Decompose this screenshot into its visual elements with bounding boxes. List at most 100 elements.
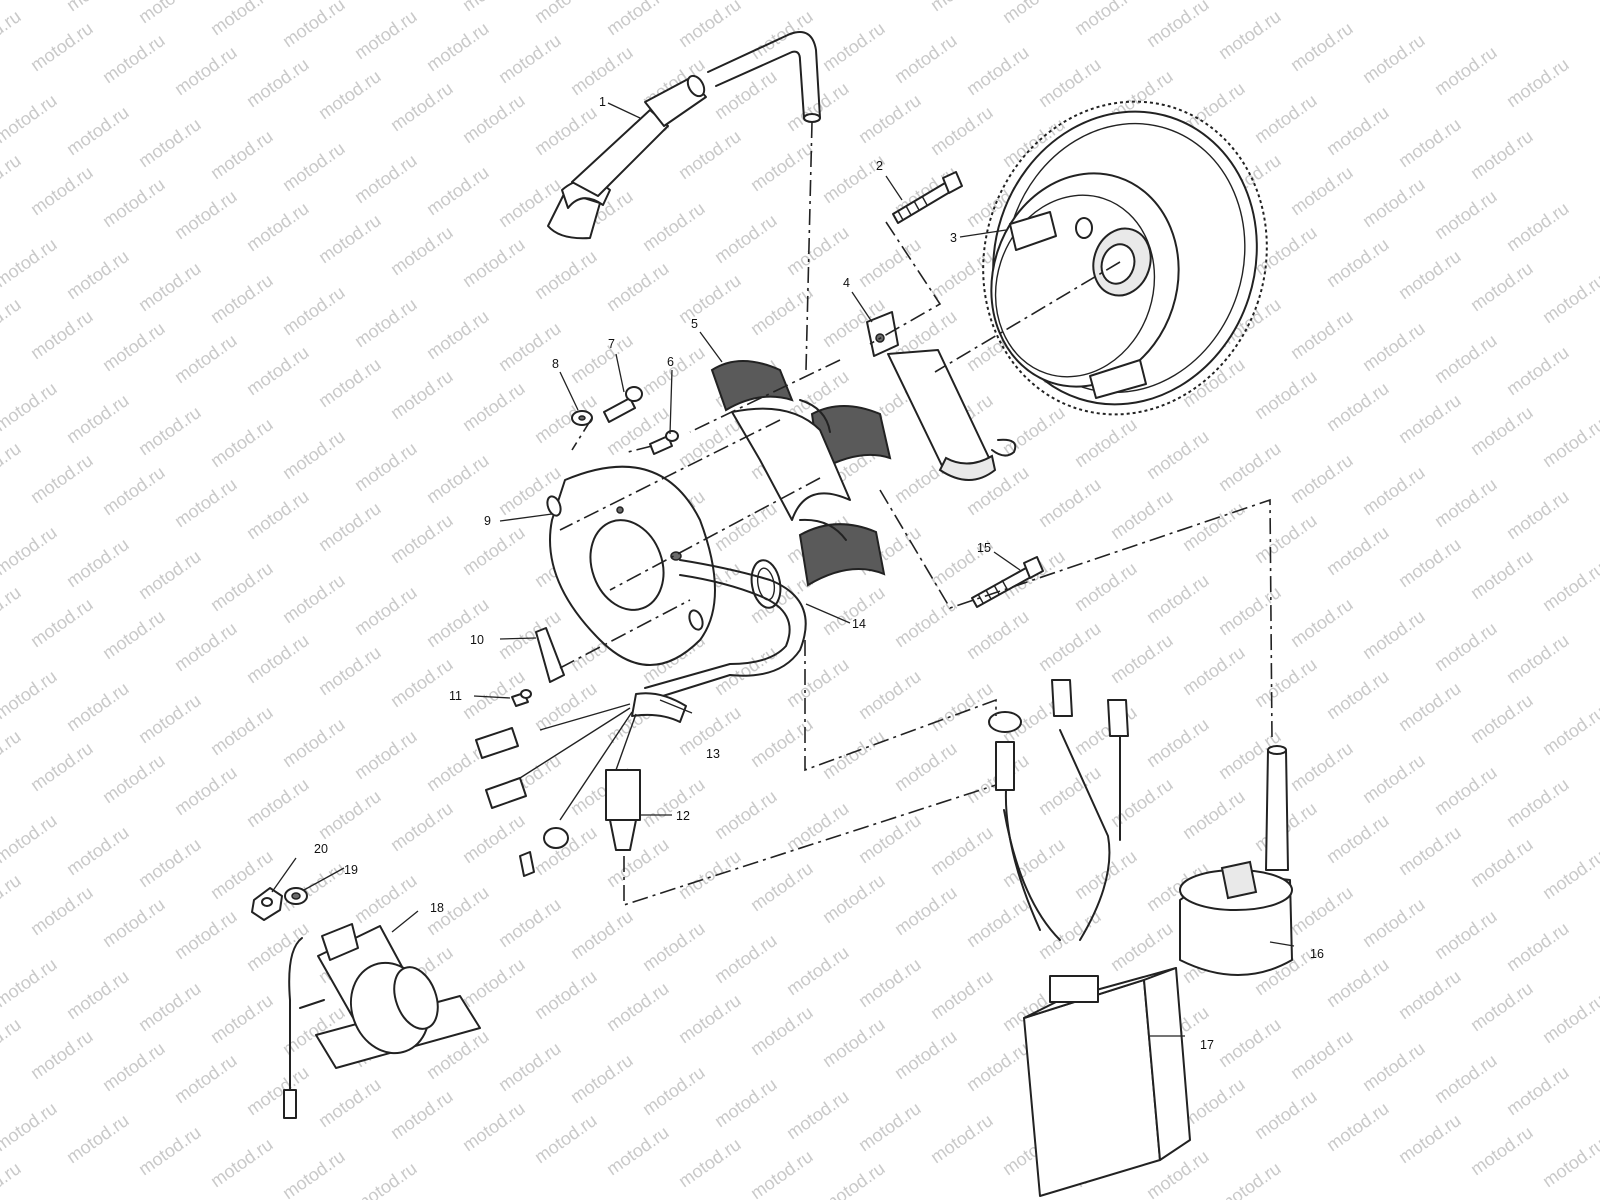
watermark-text: motod.ru: [459, 810, 529, 867]
watermark-text: motod.ru: [1467, 126, 1537, 183]
watermark-text: motod.ru: [315, 210, 385, 267]
watermark-text: motod.ru: [1359, 30, 1429, 87]
callouts: 1 2 3 4 5 6 7 8 9 10 11 13 12 14 15 16 1…: [314, 95, 1324, 1052]
watermark-text: motod.ru: [1539, 846, 1600, 903]
screw-11: [511, 689, 532, 707]
watermark-text: motod.ru: [639, 1062, 709, 1119]
watermark-text: motod.ru: [279, 138, 349, 195]
watermark-text: motod.ru: [171, 762, 241, 819]
watermark-text: motod.ru: [711, 642, 781, 699]
watermark-text: motod.ru: [819, 726, 889, 783]
callout-10: 10: [470, 633, 484, 647]
connector-12: [605, 769, 641, 851]
watermark-text: motod.ru: [315, 498, 385, 555]
watermark-text: motod.ru: [27, 594, 97, 651]
watermark-text: motod.ru: [1323, 666, 1393, 723]
watermark-text: motod.ru: [1539, 990, 1600, 1047]
watermark-text: motod.ru: [63, 534, 133, 591]
watermark-text: motod.ru: [1323, 378, 1393, 435]
watermark-text: motod.ru: [207, 1134, 277, 1191]
watermark-text: motod.ru: [27, 1026, 97, 1083]
watermark-text: motod.ru: [207, 558, 277, 615]
watermark-text: motod.ru: [1467, 834, 1537, 891]
watermark-text: motod.ru: [387, 798, 457, 855]
watermark-text: motod.ru: [1179, 642, 1249, 699]
watermark-text: motod.ru: [351, 870, 421, 927]
watermark-text: motod.ru: [855, 1098, 925, 1155]
watermark-text: motod.ru: [0, 0, 60, 3]
watermark-text: motod.ru: [351, 6, 421, 63]
watermark-text: motod.ru: [927, 678, 997, 735]
watermark-text: motod.ru: [1107, 630, 1177, 687]
watermark-text: motod.ru: [1287, 450, 1357, 507]
watermark-text: motod.ru: [1431, 42, 1501, 99]
watermark-text: motod.ru: [387, 510, 457, 567]
watermark-text: motod.ru: [0, 150, 24, 207]
watermark-text: motod.ru: [747, 714, 817, 771]
watermark-text: motod.ru: [135, 402, 205, 459]
watermark-text: motod.ru: [1035, 618, 1105, 675]
watermark-text: motod.ru: [1323, 1098, 1393, 1155]
watermark-text: motod.ru: [855, 90, 925, 147]
washer-19: [284, 887, 308, 905]
watermark-text: motod.ru: [891, 882, 961, 939]
nut-20: [251, 887, 283, 921]
watermark-text: motod.ru: [819, 18, 889, 75]
callout-7: 7: [608, 337, 615, 351]
watermark-text: motod.ru: [243, 198, 313, 255]
watermark-text: motod.ru: [963, 606, 1033, 663]
watermark-text: motod.ru: [315, 642, 385, 699]
watermark-text: motod.ru: [0, 234, 60, 291]
watermark-text: motod.ru: [639, 342, 709, 399]
watermark-text: motod.ru: [27, 450, 97, 507]
watermark-text: motod.ru: [135, 690, 205, 747]
watermark-text: motod.ru: [0, 726, 24, 783]
watermark-text: motod.ru: [567, 42, 637, 99]
watermark-text: motod.ru: [63, 822, 133, 879]
watermark-text: motod.ru: [1395, 966, 1465, 1023]
watermark-text: motod.ru: [387, 222, 457, 279]
screw-6: [649, 430, 679, 455]
watermark-text: motod.ru: [387, 1086, 457, 1143]
watermark-text: motod.ru: [1431, 330, 1501, 387]
watermark-text: motod.ru: [963, 1038, 1033, 1095]
watermark-text: motod.ru: [279, 714, 349, 771]
watermark-text: motod.ru: [855, 666, 925, 723]
watermark-text: motod.ru: [63, 246, 133, 303]
watermark-text: motod.ru: [0, 1098, 60, 1155]
watermark-text: motod.ru: [1071, 558, 1141, 615]
watermark-text: motod.ru: [999, 402, 1069, 459]
watermark-text: motod.ru: [855, 0, 925, 3]
watermark-text: motod.ru: [279, 426, 349, 483]
watermark-text: motod.ru: [387, 366, 457, 423]
watermark-text: motod.ru: [27, 18, 97, 75]
watermark-text: motod.ru: [1287, 594, 1357, 651]
watermark-text: motod.ru: [1287, 738, 1357, 795]
watermark-text: motod.ru: [1467, 546, 1537, 603]
watermark-text: motod.ru: [1107, 774, 1177, 831]
watermark-text: motod.ru: [27, 882, 97, 939]
watermark-text: motod.ru: [207, 270, 277, 327]
watermark-text: motod.ru: [603, 834, 673, 891]
watermark-text: motod.ru: [63, 0, 133, 15]
watermark-text: motod.ru: [1395, 822, 1465, 879]
watermark-text: motod.ru: [99, 30, 169, 87]
watermark-text: motod.ru: [351, 150, 421, 207]
callout-1: 1: [599, 95, 606, 109]
watermark-text: motod.ru: [1467, 978, 1537, 1035]
watermark-text: motod.ru: [0, 1014, 24, 1071]
watermark-text: motod.ru: [63, 1110, 133, 1167]
watermark-text: motod.ru: [1035, 762, 1105, 819]
watermark-text: motod.ru: [1539, 414, 1600, 471]
watermark-text: motod.ru: [207, 126, 277, 183]
watermark-text: motod.ru: [99, 606, 169, 663]
watermark-text: motod.ru: [1359, 606, 1429, 663]
callout-12: 12: [676, 809, 690, 823]
flywheel: [982, 100, 1268, 416]
watermark-text: motod.ru: [1503, 774, 1573, 831]
watermark-text: motod.ru: [1467, 690, 1537, 747]
watermark-text: motod.ru: [0, 438, 24, 495]
watermark-text: motod.ru: [207, 990, 277, 1047]
wire-harness-13: [475, 559, 807, 877]
watermark-text: motod.ru: [1395, 246, 1465, 303]
